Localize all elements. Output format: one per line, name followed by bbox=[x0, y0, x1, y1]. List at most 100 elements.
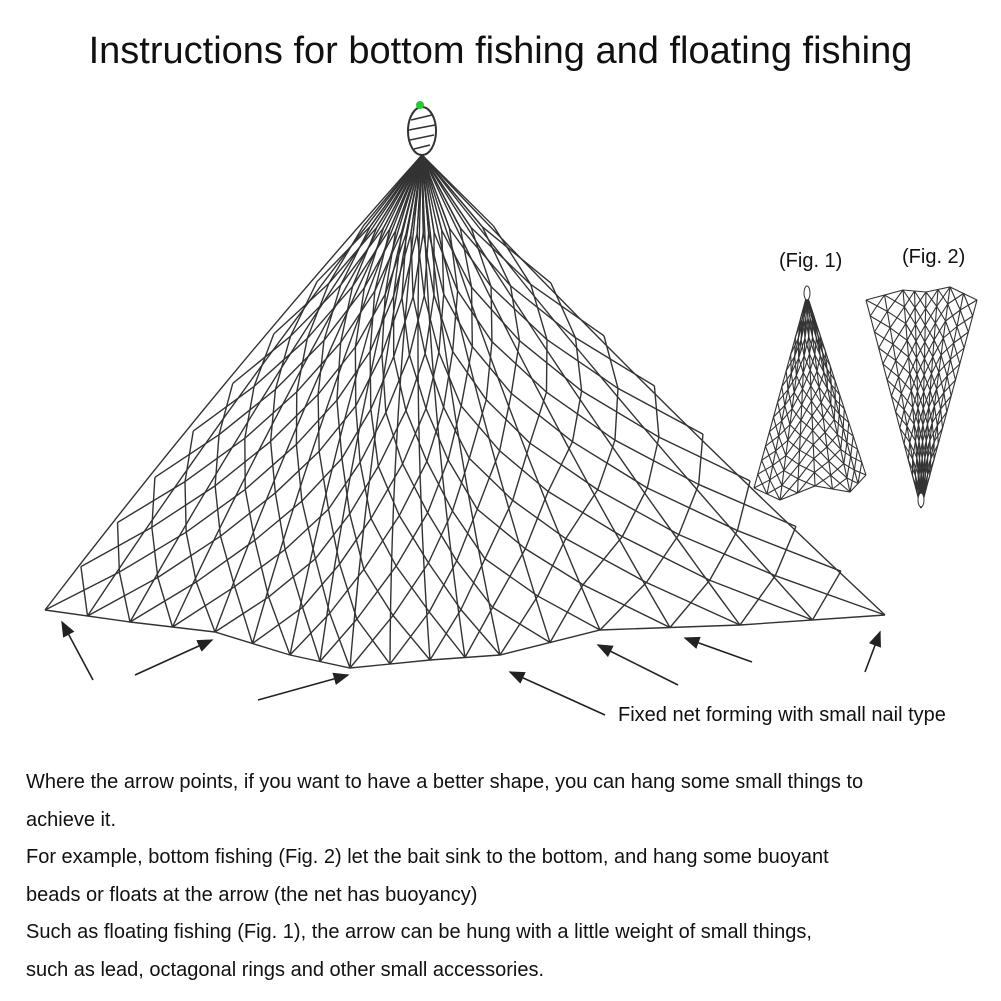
net-mesh bbox=[812, 429, 828, 448]
net-mesh bbox=[341, 408, 372, 459]
fig1-net bbox=[753, 285, 867, 501]
net-mesh bbox=[421, 154, 443, 231]
net-mesh bbox=[799, 430, 814, 451]
net-strand bbox=[421, 154, 814, 621]
net-mesh bbox=[451, 290, 459, 352]
net-mesh bbox=[428, 560, 458, 613]
net-mesh bbox=[800, 419, 814, 431]
net-mesh bbox=[790, 354, 792, 374]
net-mesh bbox=[571, 390, 583, 442]
net-mesh bbox=[824, 432, 842, 450]
net-mesh bbox=[916, 341, 926, 359]
net-mesh bbox=[803, 355, 811, 371]
net-mesh bbox=[737, 529, 842, 572]
net-mesh bbox=[940, 395, 952, 410]
net-mesh bbox=[794, 318, 803, 338]
net-mesh bbox=[306, 285, 354, 340]
fig1-label: (Fig. 1) bbox=[779, 250, 843, 272]
net-mesh bbox=[395, 154, 423, 231]
net-mesh bbox=[582, 536, 623, 586]
net-mesh bbox=[314, 513, 351, 560]
net-mesh bbox=[933, 405, 938, 426]
net-mesh bbox=[621, 535, 711, 581]
net-mesh bbox=[441, 229, 473, 288]
net-mesh bbox=[302, 563, 341, 608]
net-mesh bbox=[800, 339, 805, 357]
net-mesh bbox=[408, 295, 425, 356]
net-mesh bbox=[369, 295, 395, 352]
net-mesh bbox=[917, 457, 921, 475]
net-mesh bbox=[392, 615, 431, 661]
net-mesh bbox=[457, 290, 493, 343]
net-mesh bbox=[490, 286, 548, 341]
net-mesh bbox=[582, 584, 671, 629]
net-mesh bbox=[933, 427, 944, 443]
fig2-net bbox=[865, 286, 978, 509]
net-mesh bbox=[850, 455, 863, 463]
net-mesh bbox=[798, 357, 804, 373]
net-mesh bbox=[370, 409, 380, 467]
net-mesh bbox=[942, 326, 958, 339]
net-mesh bbox=[908, 340, 917, 358]
net-mesh bbox=[426, 461, 454, 512]
net-mesh bbox=[778, 435, 787, 456]
net-mesh bbox=[412, 296, 426, 354]
net-mesh bbox=[499, 595, 539, 656]
net-mesh bbox=[572, 441, 648, 489]
arrow-icon bbox=[134, 639, 214, 676]
net-mesh bbox=[764, 445, 774, 466]
net-mesh bbox=[922, 406, 930, 426]
net-mesh bbox=[377, 465, 400, 516]
net-mesh bbox=[492, 606, 551, 644]
net-strand bbox=[883, 294, 922, 509]
net-mesh bbox=[151, 527, 159, 578]
net-mesh bbox=[801, 385, 812, 406]
instruction-line: Where the arrow points, if you want to h… bbox=[26, 771, 864, 793]
net-mesh bbox=[421, 154, 472, 229]
net-mesh bbox=[405, 353, 426, 411]
net-mesh bbox=[80, 526, 153, 568]
arrow-icon bbox=[596, 644, 679, 686]
net-mesh bbox=[837, 434, 848, 444]
net-mesh bbox=[783, 449, 800, 471]
net-mesh bbox=[794, 339, 802, 357]
net-strand bbox=[421, 154, 601, 631]
net-mesh bbox=[510, 340, 521, 394]
net-mesh bbox=[810, 385, 822, 403]
net-mesh bbox=[425, 408, 449, 461]
net-mesh bbox=[369, 290, 376, 352]
net-mesh bbox=[512, 443, 531, 501]
net-mesh bbox=[645, 534, 680, 583]
net-mesh bbox=[253, 333, 275, 387]
net-mesh bbox=[381, 354, 387, 413]
net-mesh bbox=[410, 234, 414, 297]
net-mesh bbox=[815, 337, 824, 354]
net-mesh bbox=[481, 226, 512, 287]
net-mesh bbox=[118, 571, 131, 623]
net-mesh bbox=[426, 407, 445, 462]
net-mesh bbox=[822, 352, 831, 367]
arrow-icon bbox=[864, 630, 881, 673]
net-strand bbox=[421, 154, 671, 628]
net-mesh bbox=[909, 424, 915, 443]
net-mesh bbox=[918, 424, 924, 442]
net-mesh bbox=[892, 323, 907, 345]
net-mesh bbox=[826, 446, 845, 465]
net-mesh bbox=[826, 368, 836, 381]
net-mesh bbox=[895, 411, 908, 427]
net-mesh bbox=[443, 293, 473, 347]
net-mesh bbox=[915, 308, 927, 325]
net-mesh bbox=[269, 441, 277, 494]
net-mesh bbox=[470, 287, 474, 347]
net-mesh bbox=[438, 294, 445, 353]
net-mesh bbox=[804, 318, 809, 339]
net-mesh bbox=[658, 436, 751, 482]
net-mesh bbox=[809, 354, 816, 371]
net-mesh bbox=[826, 388, 836, 400]
net-mesh bbox=[470, 227, 532, 285]
net-mesh bbox=[927, 459, 935, 476]
net-mesh bbox=[797, 318, 802, 339]
net-mesh bbox=[359, 412, 387, 463]
net-mesh bbox=[927, 441, 935, 458]
net-mesh bbox=[932, 337, 944, 358]
